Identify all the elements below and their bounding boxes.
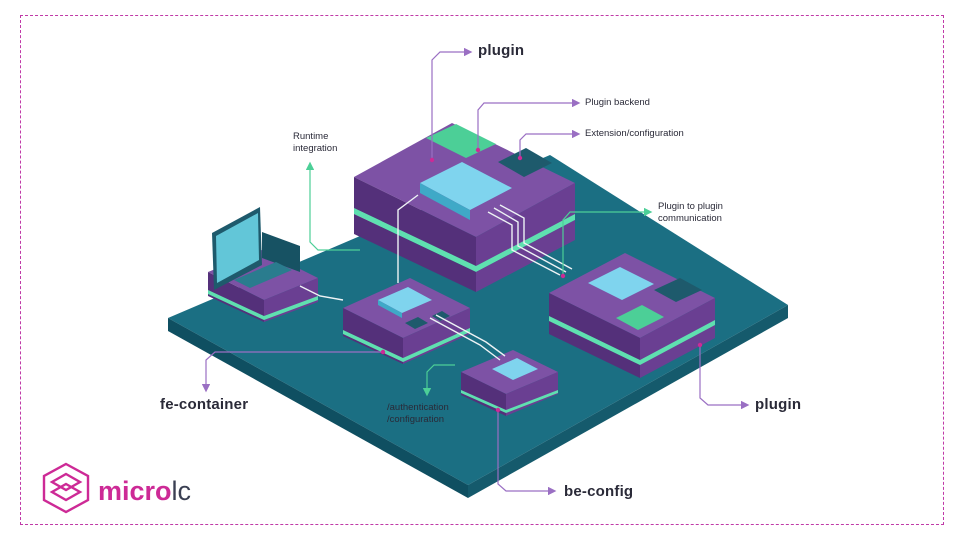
plugin-right-block (549, 253, 715, 378)
connection-lines (299, 194, 573, 361)
label-p2p-line2: communication (658, 213, 722, 224)
label-p2p-line1: Plugin to plugin (658, 201, 723, 212)
label-plugin-backend: Plugin backend (585, 97, 650, 108)
label-plugin-to-plugin: Plugin to plugin communication (658, 201, 723, 225)
green-arrows (305, 161, 653, 397)
label-auth-line2: /configuration (387, 414, 445, 425)
plugin-top-block (354, 123, 575, 292)
microlc-logo-text: microlc (98, 476, 191, 507)
label-plugin-right: plugin (755, 396, 802, 413)
label-extension-configuration: Extension/configuration (585, 128, 684, 139)
label-auth-line1: /authentication (387, 402, 449, 413)
label-runtime-integration: Runtime integration (293, 131, 337, 155)
label-plugin-top: plugin (478, 42, 525, 59)
label-authentication: /authentication /configuration (387, 402, 449, 426)
microlc-logo-icon (42, 462, 90, 514)
be-config-block (461, 350, 558, 416)
board (168, 155, 788, 498)
logo-part-micro: micro (98, 476, 172, 506)
center-block (343, 278, 470, 364)
label-runtime-line2: integration (293, 143, 338, 154)
fe-container-block (208, 207, 318, 322)
callout-lines (201, 47, 750, 496)
label-be-config: be-config (564, 483, 634, 500)
label-runtime-line1: Runtime (293, 131, 329, 142)
dashed-frame (20, 15, 944, 525)
label-fe-container: fe-container (160, 396, 249, 413)
logo-part-lc: lc (171, 476, 192, 506)
callout-dots (380, 147, 703, 413)
